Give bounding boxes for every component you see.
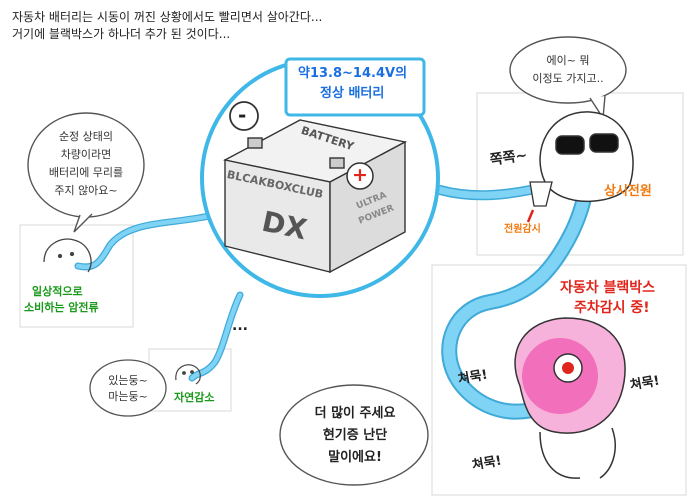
- bottom-speech-bubble: [279, 384, 429, 486]
- left-bubble-line-3: 배터리에 무리를: [48, 166, 124, 179]
- plus-sign: +: [352, 164, 368, 186]
- small-speech-bubble: [89, 359, 167, 417]
- plus-terminal-circle: [346, 162, 374, 190]
- top-right-bubble-line-1: 에이~ 뭐: [546, 54, 590, 67]
- voltage-box-border: [284, 57, 426, 117]
- left-bubble-tail: [73, 213, 93, 233]
- small-bubble-line-2: 마는둥~: [108, 390, 148, 403]
- bottom-bubble-line-2: 현기증 난단: [322, 428, 388, 443]
- parking-title-line-1: 자동차 블랙박스: [560, 280, 656, 296]
- left-label-line-1: 일상적으로: [32, 285, 83, 298]
- ellipsis: ...: [232, 318, 248, 334]
- voltage-box-line-1: 약13.8~14.4V의: [298, 66, 408, 81]
- pink-blob-monster: [514, 317, 626, 479]
- left-bubble-line-4: 주지 않아요~: [54, 184, 118, 197]
- voltage-box-line-2: 정상 배터리: [320, 86, 385, 101]
- left-bubble-line-1: 순정 상태의: [58, 130, 114, 143]
- small-face-natural: [175, 364, 201, 385]
- natural-decrease-label: 자연감소: [174, 391, 215, 404]
- caption-line-1: 자동차 배터리는 시동이 꺼진 상황에서도 빨리면서 살아간다...: [12, 10, 323, 24]
- sunglasses-face: [539, 111, 634, 203]
- top-right-speech-bubble: [509, 36, 627, 104]
- small-bubble-line-1: 있는둥~: [108, 374, 148, 387]
- bottom-bubble-line-3: 말이에요!: [328, 450, 382, 465]
- input-arrow: [526, 209, 535, 223]
- left-bubble-line-2: 차량이라면: [60, 148, 112, 161]
- left-label-line-2: 소비하는 암전류: [24, 301, 99, 314]
- small-face-left: [43, 238, 92, 273]
- minus-terminal-circle: [229, 101, 259, 131]
- caption-line-2: 거기에 블랙박스가 하나더 추가 된 것이다...: [12, 27, 231, 41]
- cup: [529, 181, 553, 207]
- power-input-label: 전원감시: [504, 224, 541, 235]
- minus-sign: -: [238, 103, 247, 127]
- left-speech-bubble: [27, 112, 145, 218]
- top-right-bubble-line-2: 이정도 가지고..: [532, 72, 604, 85]
- bottom-bubble-line-1: 더 많이 주세요: [314, 406, 396, 421]
- constant-power-label: 상시전원: [604, 184, 652, 199]
- parking-title-line-2: 주차감시 중!: [574, 300, 650, 316]
